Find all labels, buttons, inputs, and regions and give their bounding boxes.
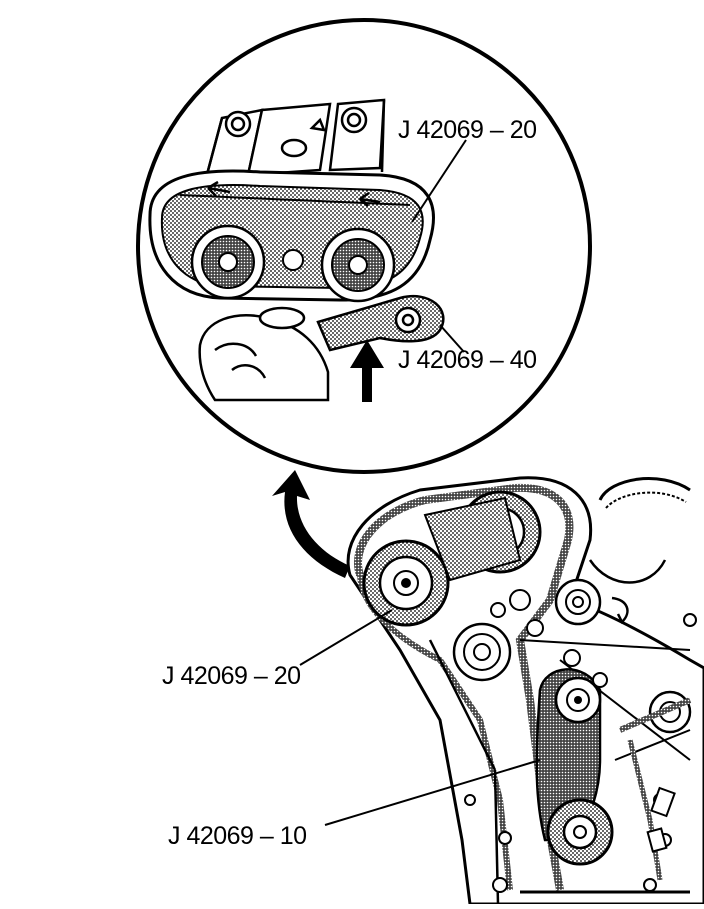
leader-line bbox=[299, 609, 393, 666]
label-detail-tool-top: J 42069 – 20 bbox=[398, 116, 537, 144]
label-engine-tool-upper: J 42069 – 20 bbox=[162, 662, 301, 690]
cam-belt-holder-tool bbox=[148, 169, 435, 303]
curved-arrow-icon bbox=[272, 470, 350, 578]
engine-front-view bbox=[346, 476, 704, 906]
leader-line bbox=[439, 324, 465, 353]
detail-view bbox=[136, 18, 592, 474]
up-arrow-icon bbox=[350, 340, 384, 402]
leader-line bbox=[324, 759, 541, 826]
label-detail-tool-bottom: J 42069 – 40 bbox=[398, 346, 537, 374]
leader-line bbox=[411, 139, 467, 223]
hand-and-tensioner-tool bbox=[198, 295, 445, 402]
label-engine-tool-lower: J 42069 – 10 bbox=[168, 822, 307, 850]
cam-bearing-posts bbox=[203, 98, 386, 184]
